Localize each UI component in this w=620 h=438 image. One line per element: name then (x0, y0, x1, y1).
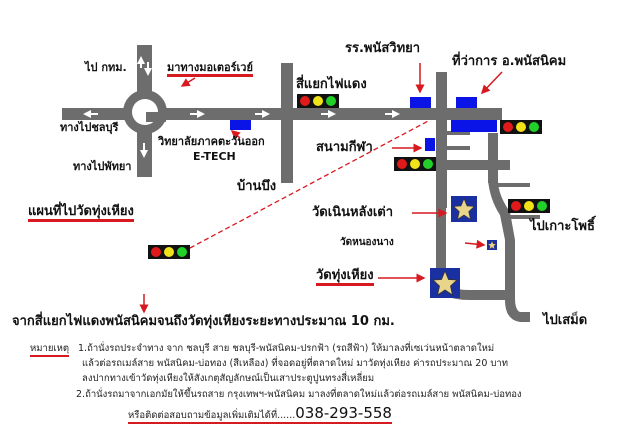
wat-nong-nang-star-icon (487, 240, 497, 250)
traffic-light-icon (508, 199, 550, 213)
note-line-2: แล้วต่อรถเมล์สาย พนัสนิคม-บ่อทอง (สีเหลื… (82, 358, 509, 369)
label-to-bangkok: ไป กทม. (85, 61, 127, 74)
note-line-1: 1.ถ้านั่งรถประจำทาง จาก ชลบุรี สาย ชลบุร… (78, 343, 495, 354)
label-ban-bueng: บ้านบึง (237, 179, 277, 194)
label-school: รร.พนัสวิทยา (345, 41, 421, 56)
label-college: วิทยาลัยภาคตะวันออก (158, 135, 265, 148)
label-stadium: สนามกีฬา (316, 140, 373, 155)
label-wat-noen-lang-tao: วัดเนินหลังเต่า (312, 205, 394, 220)
note-line-3: ลงปากทางเข้าวัดทุ่งเหียงให้สังเกตุสัญลัก… (82, 373, 375, 384)
label-district-office: ที่ว่าการ อ.พนัสนิคม (452, 54, 567, 69)
phone-number: 038-293-558 (295, 404, 392, 422)
distance-headline: จากสี่แยกไฟแดงพนัสนิคมจนถึงวัดทุ่งเหียงร… (12, 314, 395, 329)
label-motorway: มาทางมอเตอร์เวย์ (167, 62, 253, 77)
stadium-building (425, 138, 435, 151)
traffic-light-icon (297, 94, 339, 108)
label-intersection: สี่แยกไฟแดง (296, 77, 367, 92)
label-wat-nong-nang: วัดหนองนาง (340, 237, 394, 248)
ban-bueng-road (281, 63, 293, 183)
contact-text: หรือติดต่อสอบถามข้อมูลเพิ่มเติมได้ที่...… (128, 410, 296, 421)
notes-heading: หมายเหตุ (30, 344, 70, 357)
direction-arrows (83, 56, 400, 158)
wat-thung-hiang-star-icon (429, 268, 461, 298)
label-to-chonburi: ทางไปชลบุรี (60, 121, 119, 134)
phanat-road (436, 72, 447, 208)
traffic-light-icon (394, 157, 436, 171)
label-to-samet: ไปเสม็ด (543, 313, 588, 328)
school-building (410, 97, 431, 108)
traffic-light-icon (500, 120, 542, 134)
traffic-light-icon (148, 245, 190, 259)
pointer-arrows (139, 63, 503, 314)
buildings (230, 97, 497, 151)
route-dashed-line (189, 119, 431, 249)
label-to-ko-pho: ไปเกาะโพธิ์ (530, 219, 595, 234)
college-building (230, 120, 251, 130)
contact-line: หรือติดต่อสอบถามข้อมูลเพิ่มเติมได้ที่...… (128, 406, 392, 424)
district-office-building (456, 97, 477, 108)
label-etech: E-TECH (193, 150, 236, 163)
label-wat-thung-hiang: วัดทุ่งเหียง (316, 269, 374, 286)
note-line-4: 2.ถ้านั่งรถมาจากเอกมัยให้ขึ้นรถสาย กรุงเ… (76, 389, 522, 400)
label-to-pattaya: ทางไปพัทยา (73, 160, 132, 173)
wat-noen-star-icon (451, 196, 477, 222)
market-building (451, 120, 497, 132)
map-title: แผนที่ไปวัดทุ่งเหียง (28, 205, 134, 222)
